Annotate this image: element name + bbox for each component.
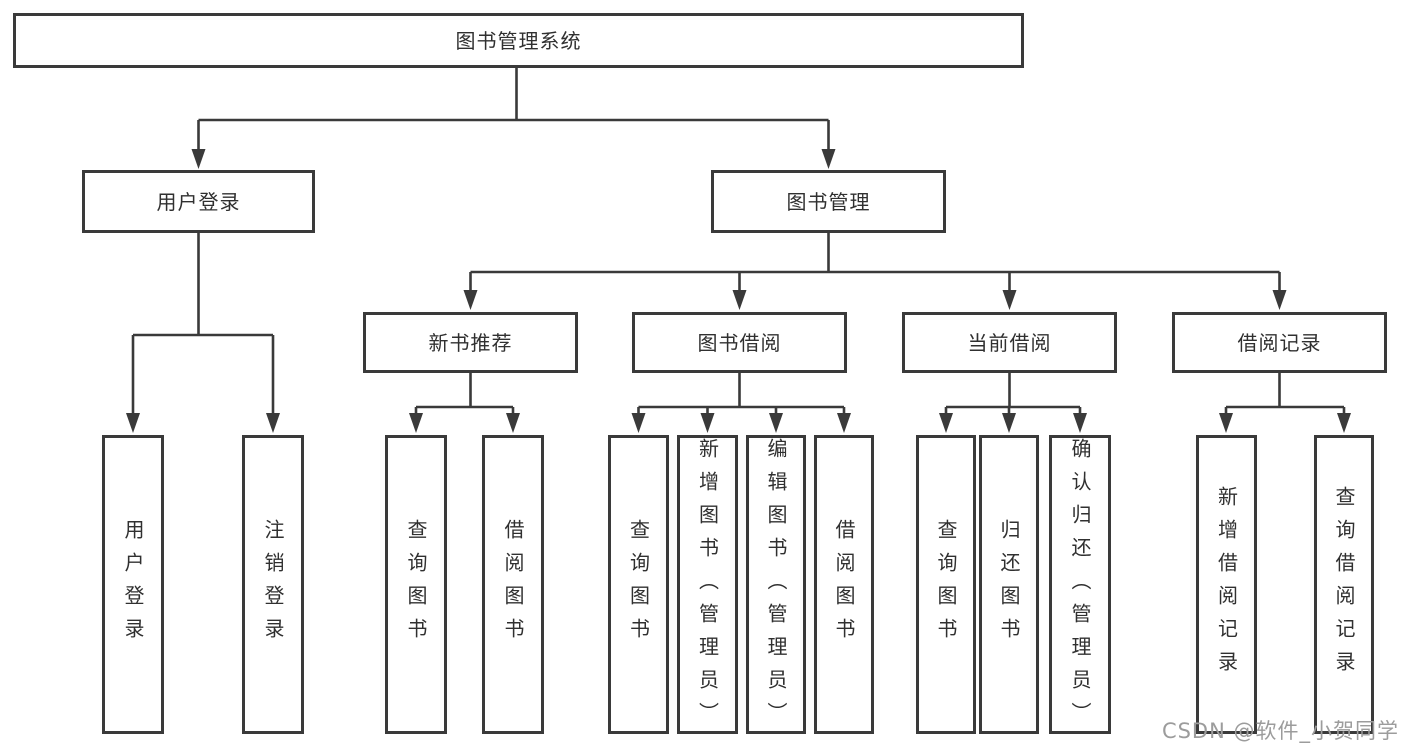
node-library-system: 图书管理系统 [13, 13, 1024, 68]
connector-root-to-level2 [197, 68, 830, 150]
leaf-edit-books-admin: 编辑图书（管理员） [746, 435, 806, 735]
leaf-confirm-return-admin: 确认归还（管理员） [1049, 435, 1111, 735]
node-book-management: 图书管理 [711, 170, 946, 233]
connector-current-children [944, 373, 1082, 414]
leaf-logout: 注销登录 [242, 435, 304, 734]
watermark: CSDN @软件_小贺同学 [1161, 719, 1399, 743]
node-borrow-records: 借阅记录 [1172, 312, 1387, 373]
node-book-borrow: 图书借阅 [632, 312, 847, 373]
node-current-borrow: 当前借阅 [902, 312, 1117, 373]
connector-book-management-children [469, 233, 1281, 291]
leaf-query-books-recommend: 查询图书 [385, 435, 447, 734]
leaf-query-borrow-record: 查询借阅记录 [1314, 435, 1374, 734]
leaf-query-books-borrow: 查询图书 [608, 435, 669, 734]
connector-recommend-children [414, 373, 515, 414]
leaf-borrow-books-recommend: 借阅图书 [482, 435, 544, 734]
connector-user-login-children [131, 233, 275, 414]
node-new-book-recommend: 新书推荐 [363, 312, 578, 373]
leaf-add-books-admin: 新增图书（管理员） [677, 435, 738, 735]
leaf-borrow-books: 借阅图书 [814, 435, 874, 734]
connector-borrow-children [637, 373, 846, 414]
leaf-return-books: 归还图书 [979, 435, 1039, 734]
connector-records-children [1224, 373, 1346, 414]
leaf-add-borrow-record: 新增借阅记录 [1196, 435, 1257, 734]
leaf-user-login: 用户登录 [102, 435, 164, 734]
leaf-query-books-current: 查询图书 [916, 435, 976, 734]
node-user-login: 用户登录 [82, 170, 315, 233]
